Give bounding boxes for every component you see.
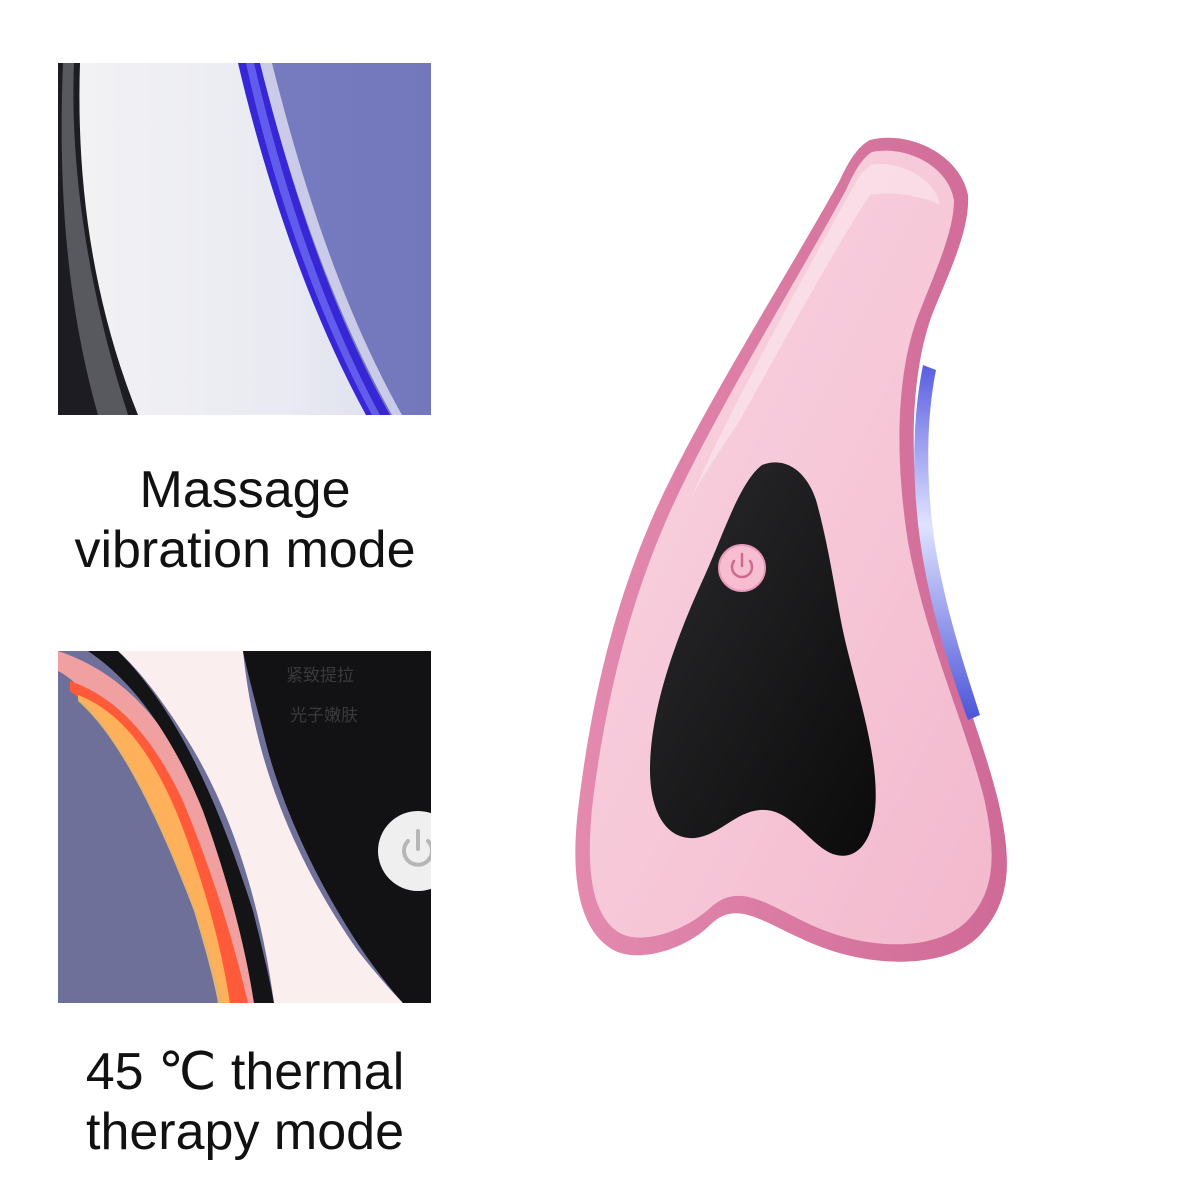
caption-line: 45 ℃ thermal [85,1043,405,1101]
power-icon [718,544,766,592]
device-label-text: 光子嫩肤 [290,706,358,726]
gua-sha-device-photo [540,120,1060,1020]
thermal-mode-photo: 紧致提拉 光子嫩肤 [58,651,431,1003]
thermal-mode-caption: 45 ℃ thermal therapy mode [0,1042,490,1162]
caption-line: therapy mode [86,1103,404,1161]
power-icon [378,811,431,891]
device-label-text: 紧致提拉 [286,666,354,686]
vibration-mode-photo [58,63,431,415]
caption-line: Massage [139,461,351,519]
caption-line: vibration mode [74,521,416,579]
vibration-mode-caption: Massage vibration mode [0,460,490,580]
